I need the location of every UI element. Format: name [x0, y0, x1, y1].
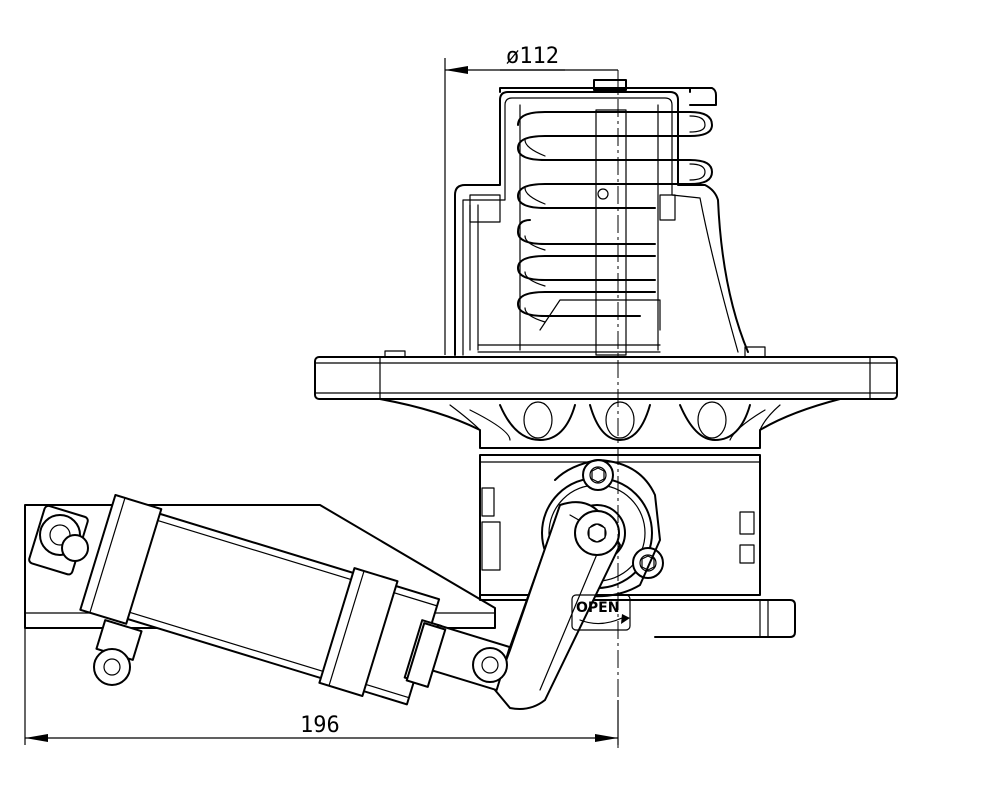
main-flange	[314, 346, 898, 400]
open-label: OPEN	[576, 600, 619, 616]
diameter-label: ø112	[506, 44, 559, 69]
open-marking	[571, 594, 631, 631]
pneumatic-cylinder	[28, 493, 511, 706]
flange-shoulder	[379, 398, 841, 449]
spring-housing	[454, 79, 749, 356]
valve-body	[479, 454, 761, 596]
spring-coils	[517, 111, 713, 323]
diameter-dimension	[444, 58, 618, 355]
length-dimension	[24, 628, 619, 745]
crank-arm	[494, 501, 621, 710]
bottom-port	[479, 594, 796, 638]
length-label: 196	[300, 713, 340, 738]
